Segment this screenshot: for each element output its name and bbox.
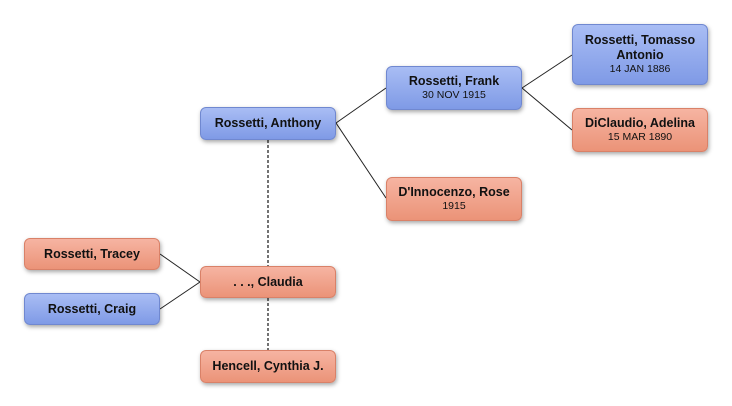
connector-anthony-rose [335, 122, 387, 199]
person-name: D'Innocenzo, Rose [398, 185, 510, 199]
person-node-anthony[interactable]: Rossetti, Anthony [200, 107, 336, 140]
person-node-tracey[interactable]: Rossetti, Tracey [24, 238, 160, 270]
person-node-rose[interactable]: D'Innocenzo, Rose 1915 [386, 177, 522, 221]
connector-frank-adelina [521, 87, 573, 131]
person-name: Rossetti, Tomasso Antonio [584, 33, 696, 62]
person-name: Rossetti, Craig [47, 301, 137, 316]
connector-frank-tomasso [521, 54, 573, 89]
person-node-claudia[interactable]: . . ., Claudia [200, 266, 336, 298]
person-node-frank[interactable]: Rossetti, Frank 30 NOV 1915 [386, 66, 522, 110]
person-node-adelina[interactable]: DiClaudio, Adelina 15 MAR 1890 [572, 108, 708, 152]
person-name: . . ., Claudia [233, 274, 303, 289]
person-name: Rossetti, Frank [408, 74, 500, 88]
connector-tracey-claudia [159, 253, 201, 283]
person-name: DiClaudio, Adelina [585, 116, 695, 130]
person-node-tomasso[interactable]: Rossetti, Tomasso Antonio 14 JAN 1886 [572, 24, 708, 85]
connector-craig-claudia [159, 281, 201, 310]
person-name: Rossetti, Tracey [44, 246, 140, 261]
person-birth-date: 15 MAR 1890 [607, 131, 673, 143]
person-birth-date: 1915 [442, 200, 466, 212]
person-node-craig[interactable]: Rossetti, Craig [24, 293, 160, 325]
person-birth-date: 30 NOV 1915 [422, 89, 486, 101]
connector-anthony-frank [335, 87, 387, 124]
person-node-cynthia[interactable]: Hencell, Cynthia J. [200, 350, 336, 383]
person-birth-date: 14 JAN 1886 [609, 63, 671, 75]
person-name: Hencell, Cynthia J. [212, 359, 324, 373]
person-name: Rossetti, Anthony [214, 116, 322, 130]
